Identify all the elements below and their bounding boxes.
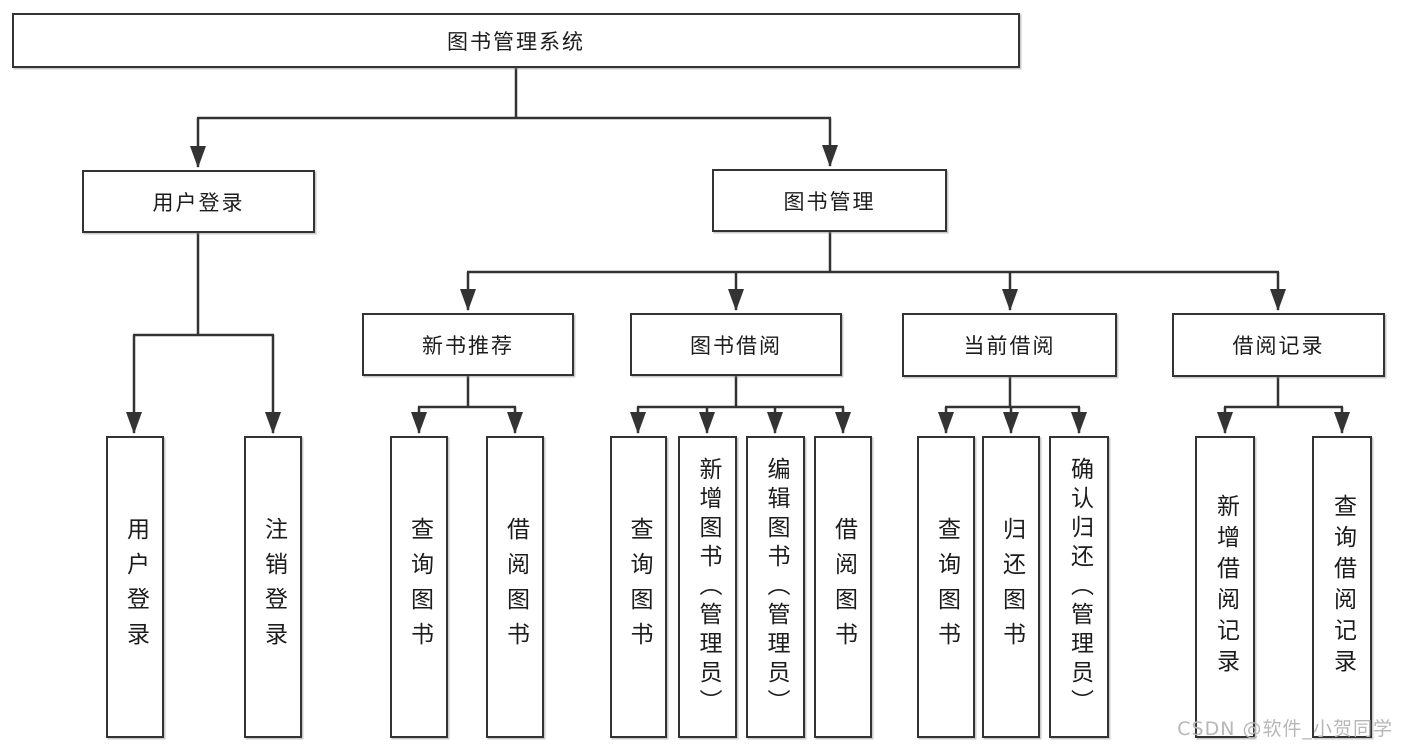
leaf-borrow-add-book: 新增图书（管理员）: [678, 436, 737, 738]
watermark: CSDN @软件_小贺同学: [1177, 718, 1393, 740]
leaf-recommend-query-book: 查询图书: [390, 436, 448, 738]
node-new-book-recommend: 新书推荐: [362, 313, 574, 376]
connector-book-borrow-to-leaves: [630, 376, 851, 434]
leaf-user-login-label: 用户登录: [122, 517, 149, 657]
connector-current-borrow-to-leaves: [938, 377, 1087, 434]
leaf-logout: 注销登录: [244, 436, 302, 738]
leaf-borrow-borrow-book: 借阅图书: [814, 436, 872, 738]
leaf-borrow-borrow-book-label: 借阅图书: [830, 517, 857, 657]
node-user-login: 用户登录: [82, 170, 315, 233]
node-current-borrow-label: 当前借阅: [963, 334, 1056, 358]
leaf-record-query: 查询借阅记录: [1312, 436, 1372, 738]
leaf-record-add: 新增借阅记录: [1195, 436, 1255, 738]
leaf-borrow-query-book-label: 查询图书: [626, 517, 652, 657]
node-root: 图书管理系统: [12, 13, 1020, 68]
leaf-record-add-label: 新增借阅记录: [1212, 494, 1239, 680]
leaf-current-return-book: 归还图书: [982, 436, 1040, 738]
leaf-borrow-edit-book-label: 编辑图书（管理员）: [763, 456, 789, 718]
leaf-borrow-query-book: 查询图书: [610, 436, 667, 738]
leaf-current-return-book-label: 归还图书: [998, 517, 1025, 657]
connector-user-login-to-leaves: [126, 233, 281, 434]
connector-root-to-level2: [190, 68, 838, 168]
node-borrow-record-label: 借阅记录: [1232, 334, 1325, 358]
node-borrow-record: 借阅记录: [1172, 313, 1385, 377]
node-root-label: 图书管理系统: [447, 29, 585, 54]
leaf-current-query-book-label: 查询图书: [933, 517, 960, 657]
node-book-management-label: 图书管理: [783, 189, 876, 214]
leaf-current-confirm-return-label: 确认归还（管理员）: [1066, 456, 1093, 718]
leaf-borrow-edit-book: 编辑图书（管理员）: [746, 436, 805, 738]
node-user-login-label: 用户登录: [152, 190, 245, 215]
leaf-recommend-query-book-label: 查询图书: [406, 517, 433, 657]
leaf-recommend-borrow-book-label: 借阅图书: [502, 517, 529, 657]
node-book-borrow-label: 图书借阅: [690, 333, 782, 358]
node-book-borrow: 图书借阅: [630, 313, 842, 376]
node-new-book-recommend-label: 新书推荐: [422, 333, 514, 358]
leaf-borrow-add-book-label: 新增图书（管理员）: [695, 456, 721, 718]
connector-borrow-record-to-leaves: [1217, 377, 1350, 434]
node-book-management: 图书管理: [712, 169, 947, 232]
leaf-current-confirm-return: 确认归还（管理员）: [1049, 436, 1109, 738]
leaf-record-query-label: 查询借阅记录: [1329, 494, 1356, 680]
leaf-user-login: 用户登录: [106, 436, 164, 738]
connector-book-management-to-level3: [460, 232, 1286, 311]
node-current-borrow: 当前借阅: [902, 313, 1117, 377]
leaf-recommend-borrow-book: 借阅图书: [486, 436, 544, 738]
leaf-current-query-book: 查询图书: [917, 436, 975, 738]
connector-new-book-recommend-to-leaves: [411, 376, 523, 434]
leaf-logout-label: 注销登录: [260, 517, 287, 657]
